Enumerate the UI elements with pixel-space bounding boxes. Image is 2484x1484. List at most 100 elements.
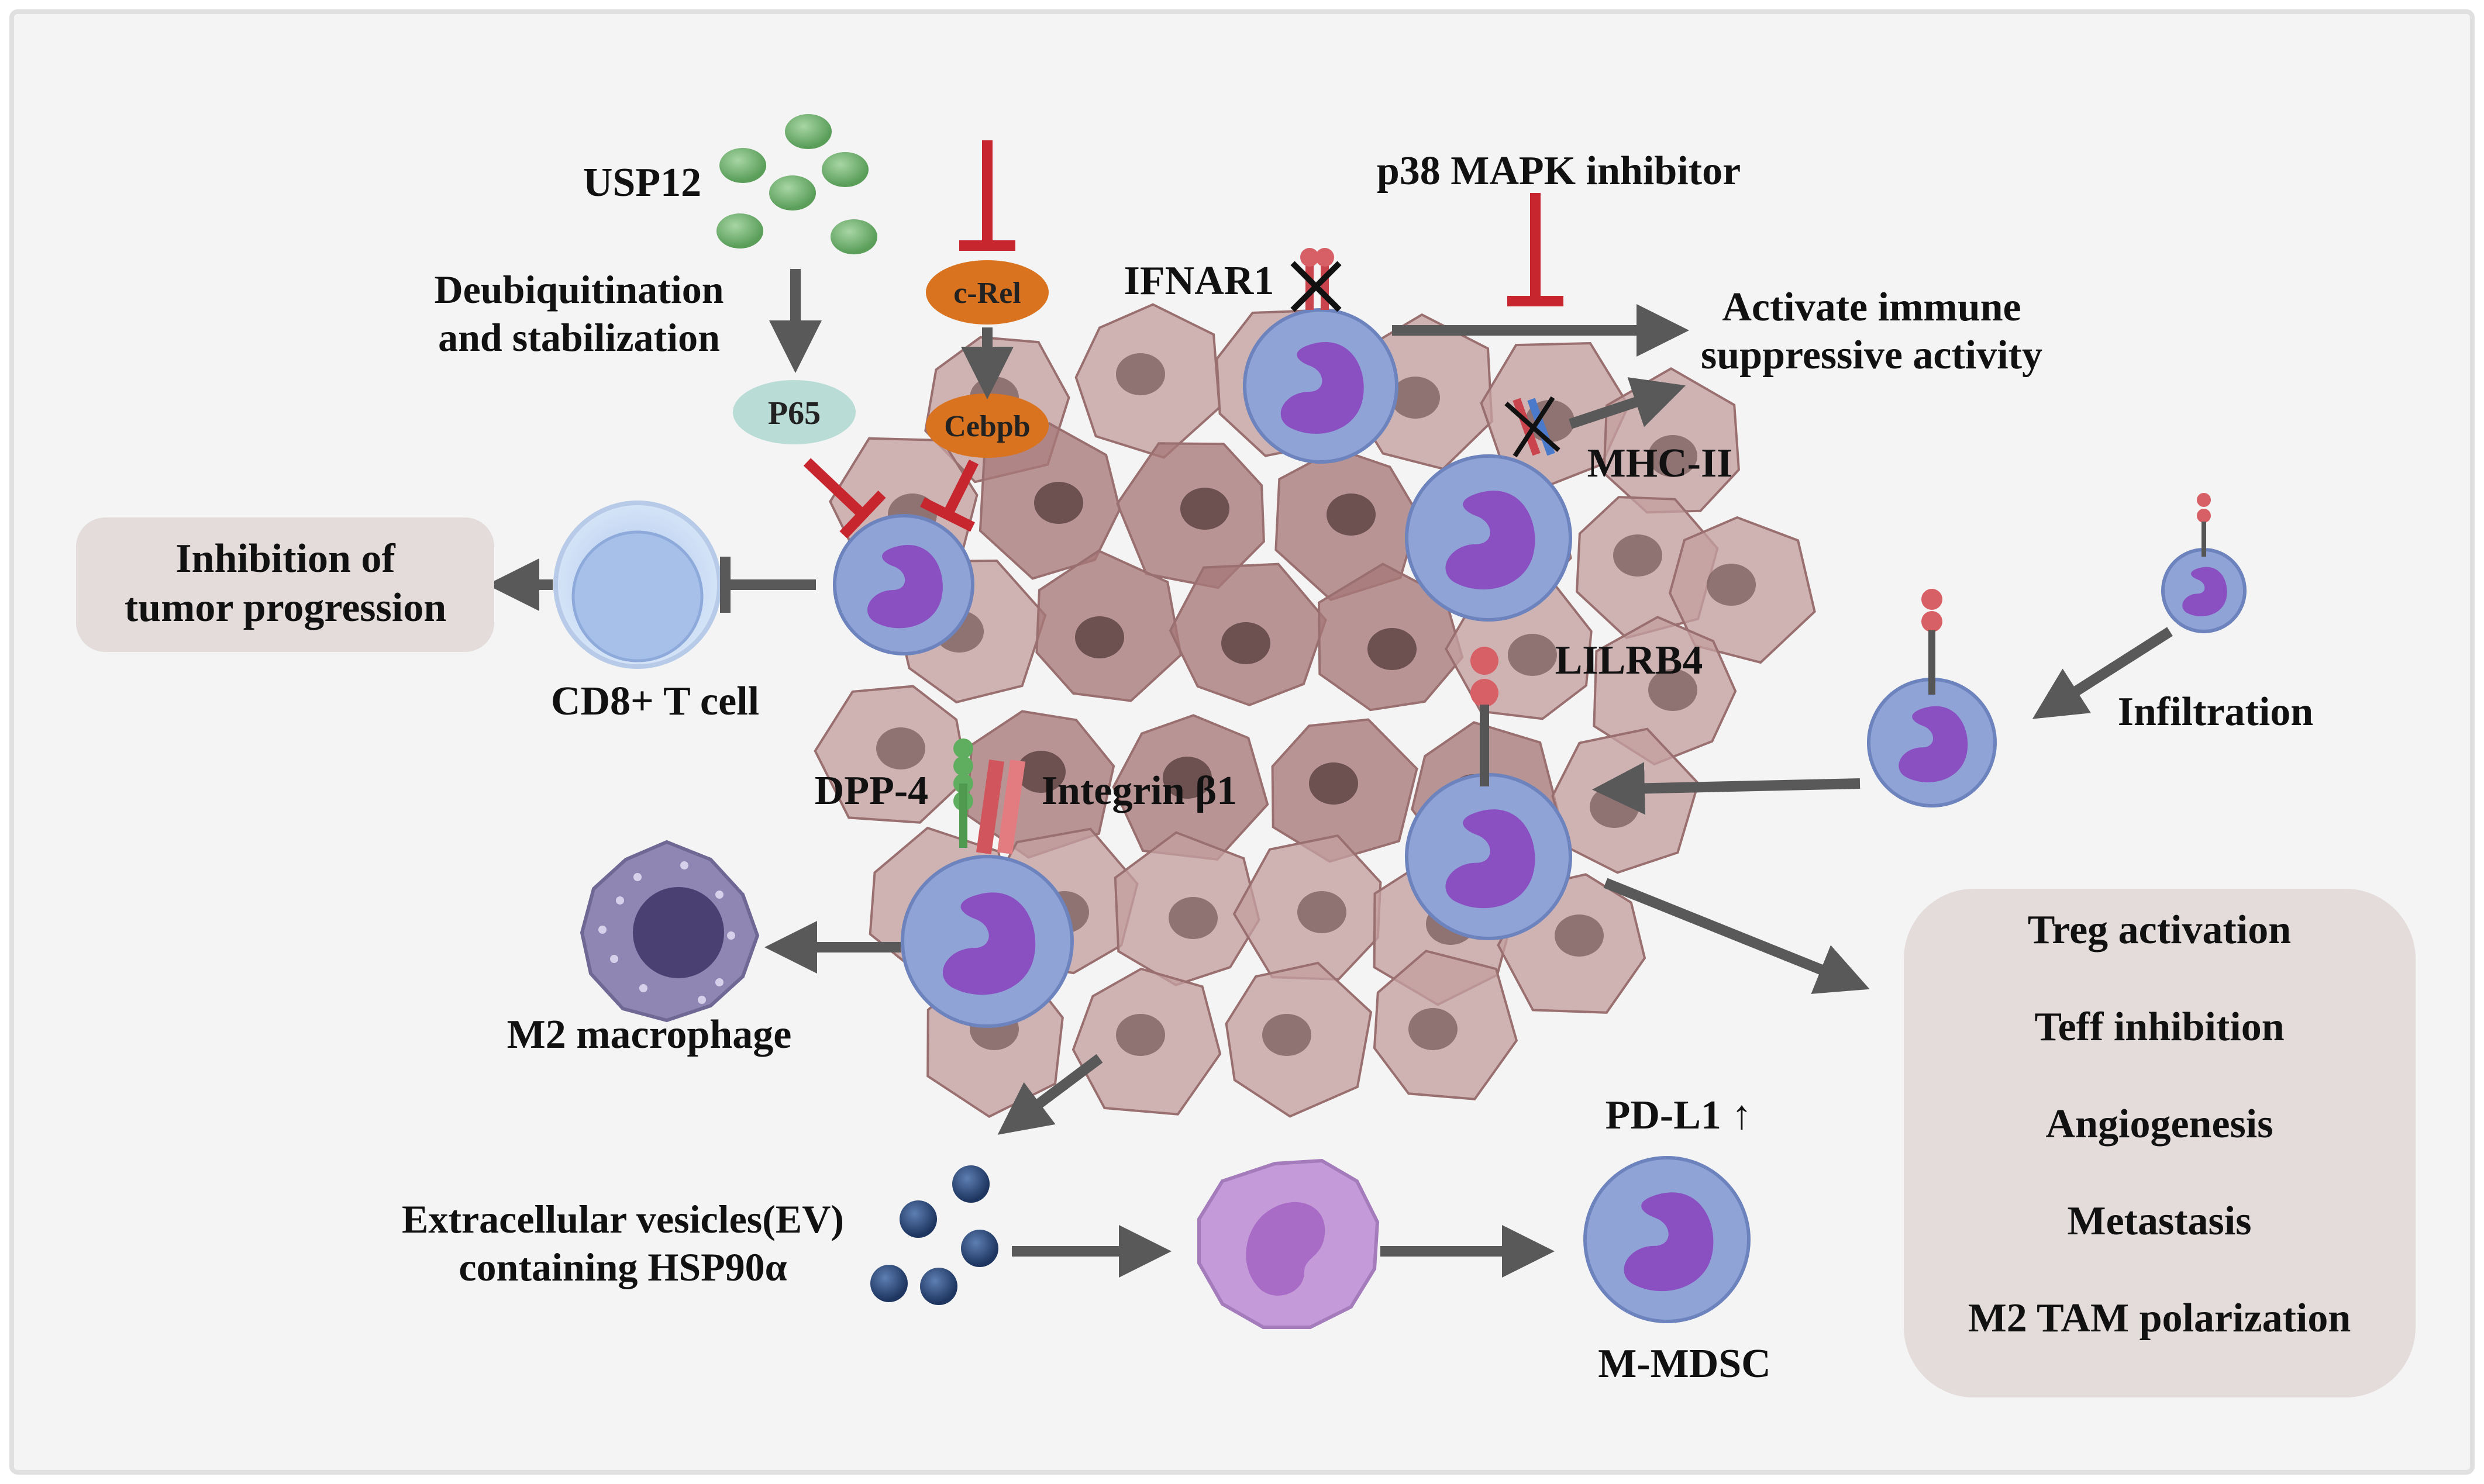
tumor-cell-nucleus xyxy=(1116,1014,1165,1056)
tumor-cell-nucleus xyxy=(1648,435,1697,477)
c-rel-label: c-Rel xyxy=(953,277,1021,310)
integrin-receptor-icon xyxy=(976,759,1026,855)
outcome-item: Teff inhibition xyxy=(2034,1005,2284,1050)
p38-inhibitor-label: p38 MAPK inhibitor xyxy=(1377,149,1741,194)
p65-label: P65 xyxy=(768,395,821,432)
cebpb-label: Cebpb xyxy=(944,410,1030,443)
tumor-cell-nucleus xyxy=(1391,377,1440,419)
cell-nucleus xyxy=(1280,342,1364,434)
inhibitor-cebpb-cell-bar xyxy=(920,497,975,532)
arrows-layer xyxy=(487,140,2173,1278)
tumor-cell-nucleus xyxy=(1309,762,1358,805)
inhibition-panel xyxy=(76,517,494,652)
usp12-dot xyxy=(716,213,763,249)
tumor-cell-nucleus xyxy=(876,727,925,769)
tumor-cell-nucleus xyxy=(1034,482,1083,524)
mhc-ii-receptor-icon xyxy=(1504,396,1560,458)
lilrb4-label: LILRB4 xyxy=(1555,638,1703,683)
immune-cells xyxy=(833,308,2247,1323)
cell-nucleus xyxy=(1445,491,1535,590)
usp12-dot xyxy=(769,175,816,210)
macrophage-granule xyxy=(715,978,724,986)
outcome-item: Metastasis xyxy=(2068,1199,2252,1244)
cd8-label: CD8+ T cell xyxy=(551,679,759,724)
tumor-cell-nucleus xyxy=(1169,897,1218,939)
macrophage-granule xyxy=(639,984,647,992)
lilrb4-small-icon xyxy=(1921,493,2211,695)
monocyte-cell xyxy=(1197,1158,1380,1329)
inhibition-label-2: tumor progression xyxy=(125,585,446,630)
mdsc-cell-cd8-target xyxy=(833,514,974,655)
cell-body xyxy=(1405,454,1572,622)
macrophage-granule xyxy=(616,896,624,905)
m-mdsc-cell xyxy=(1583,1156,1751,1323)
outcome-item: Treg activation xyxy=(2028,907,2291,952)
dpp4-receptor-icon xyxy=(953,738,973,848)
arrow-infiltrating-to-lilrb4 xyxy=(1592,762,1861,815)
m-mdsc-label: M-MDSC xyxy=(1598,1341,1770,1386)
tumor-cell-nucleus xyxy=(1262,1014,1311,1056)
macrophage-granule xyxy=(680,861,688,869)
inhibitor-cebpb-cell xyxy=(942,459,979,517)
infiltrating-cell xyxy=(1867,678,1997,807)
arrow-lilrb4-outcomes xyxy=(1603,878,1870,994)
tumor-cell-nucleus xyxy=(1297,891,1346,933)
ifnar1-label: IFNAR1 xyxy=(1124,258,1274,303)
deubiquitination-label-2: and stabilization xyxy=(438,315,720,360)
cell-body xyxy=(2161,548,2247,633)
macrophage-granule xyxy=(610,955,618,963)
tumor-cell-nucleus xyxy=(1116,353,1165,395)
activate-label-2: suppressive activity xyxy=(1701,333,2042,378)
blue-vesicles-icon xyxy=(870,1165,998,1305)
usp12-dot xyxy=(785,114,832,149)
tumor-cell-nucleus xyxy=(1075,616,1124,658)
cell-body xyxy=(1867,678,1997,807)
activate-label-1: Activate immune xyxy=(1722,285,2021,330)
inhibitor-p65-cell xyxy=(803,458,867,519)
macrophage-granule xyxy=(715,891,724,899)
tumor-cell-nucleus xyxy=(1367,628,1417,670)
cell-body xyxy=(1583,1156,1751,1323)
macrophage-granule xyxy=(598,926,607,934)
dpp4-bead xyxy=(953,756,973,776)
outcome-item: M2 TAM polarization xyxy=(1968,1296,2351,1341)
dpp4-bead xyxy=(953,738,973,758)
macrophage-granule xyxy=(698,996,706,1004)
m2-macrophage-label: M2 macrophage xyxy=(507,1012,792,1057)
tumor-cell-nucleus xyxy=(1613,534,1662,577)
tumor-cell-nucleus xyxy=(1707,564,1756,606)
c-rel-node xyxy=(926,260,1049,325)
m2-macrophage-icon xyxy=(580,840,760,1023)
lilrb4-receptor-icon xyxy=(1470,647,1498,786)
inhibition-label-1: Inhibition of xyxy=(175,536,395,581)
cell-body xyxy=(1243,308,1398,464)
integrin-label: Integrin β1 xyxy=(1042,768,1237,813)
cell-nucleus xyxy=(2182,567,2227,617)
dpp4-label: DPP-4 xyxy=(815,768,928,813)
tumor-cell-nucleus xyxy=(1221,622,1270,664)
cebpb-node xyxy=(926,394,1049,458)
cell-nucleus xyxy=(1899,706,1968,783)
mdsc-cell-dpp4 xyxy=(901,855,1074,1028)
arrow-infiltration xyxy=(2032,627,2173,719)
cell-body xyxy=(1405,773,1572,940)
tumor-cell-nucleus xyxy=(1508,634,1557,676)
ev-dot xyxy=(870,1265,908,1302)
infiltration-label: Infiltration xyxy=(2118,689,2313,734)
usp12-dot xyxy=(831,219,877,254)
mdsc-cell-ifnar1 xyxy=(1243,308,1398,464)
tumor-cell-nucleus xyxy=(1180,488,1229,530)
tumor-cell-nucleus xyxy=(1555,914,1604,957)
p65-node xyxy=(733,380,856,444)
arrow-mhc-activate xyxy=(1569,377,1686,429)
mdsc-cell-lilrb4 xyxy=(1405,773,1572,940)
cell-nucleus xyxy=(942,892,1036,995)
deubiquitination-label-1: Deubiquitination xyxy=(434,267,724,312)
usp12-dot xyxy=(822,152,869,187)
ev-label-1: Extracellular vesicles(EV) xyxy=(402,1197,844,1241)
cell-nucleus xyxy=(867,544,943,629)
outcomes-panel xyxy=(1904,889,2416,1397)
ev-dot xyxy=(952,1165,990,1203)
inhibitor-p65-cell-bar xyxy=(839,490,886,539)
